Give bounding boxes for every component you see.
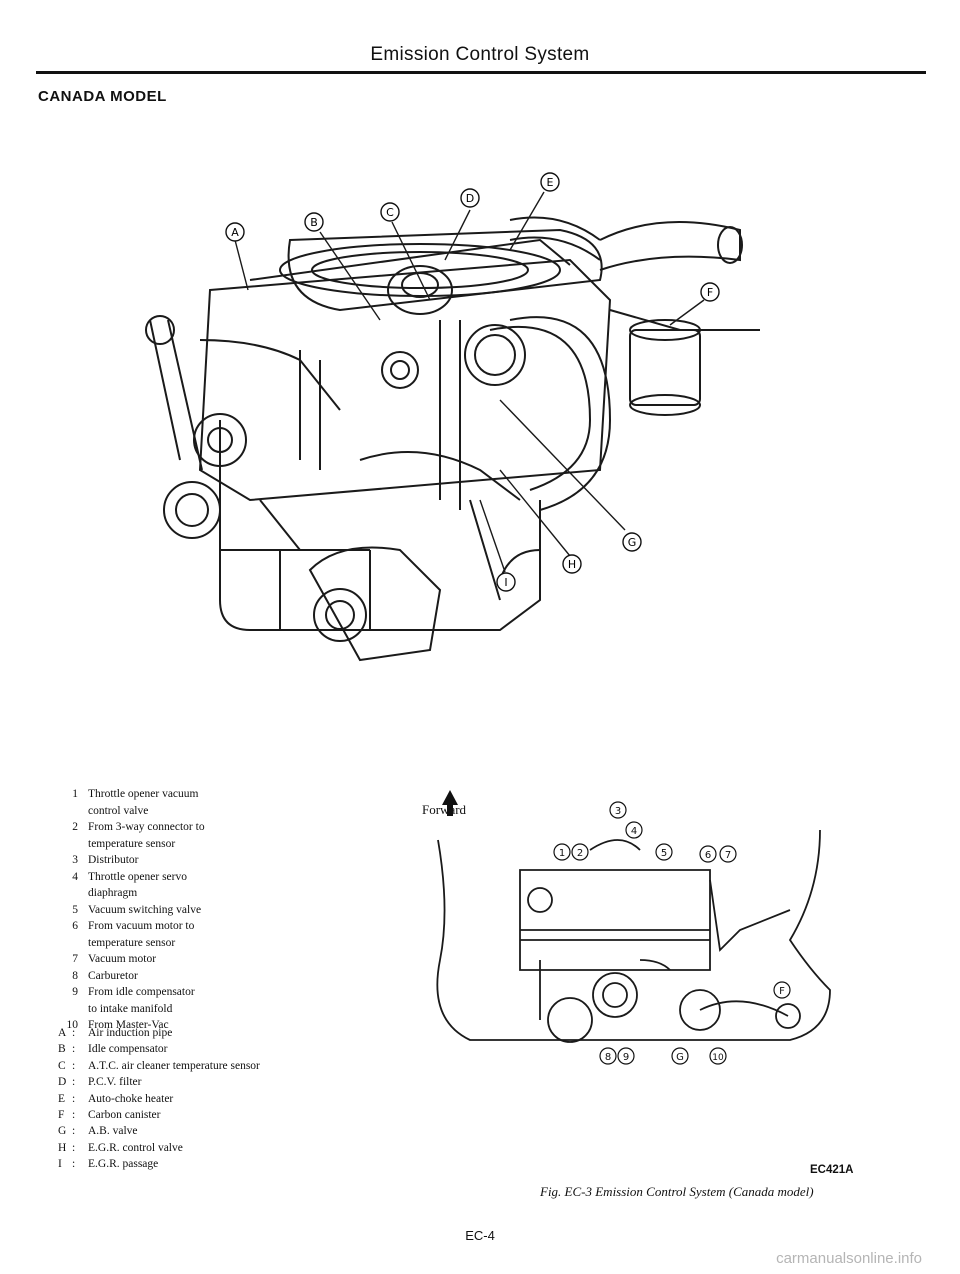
engine-callout-E: E [540, 172, 560, 192]
engine-illustration: A B C D E F G H I [145, 172, 760, 662]
svg-text:8: 8 [605, 1052, 611, 1063]
svg-text:D: D [466, 192, 474, 205]
watermark: carmanualsonline.info [776, 1250, 922, 1267]
engine-linework [145, 216, 760, 662]
section-label: CANADA MODEL [38, 88, 167, 105]
engine-callout-F: F [700, 282, 720, 302]
svg-text:7: 7 [725, 850, 731, 861]
svg-text:G: G [676, 1052, 684, 1063]
schematic-callout-6: 6 [699, 845, 717, 863]
svg-text:3: 3 [615, 806, 621, 817]
schematic-callout-1: 1 [553, 843, 571, 861]
callout-leaders [234, 191, 705, 573]
svg-text:C: C [386, 206, 394, 219]
figure-caption: Fig. EC-3 Emission Control System (Canad… [540, 1184, 814, 1199]
svg-text:A: A [231, 226, 239, 239]
schematic-callouts: 1 2 3 4 5 6 7 8 9 10 F G [553, 801, 791, 1065]
svg-text:9: 9 [623, 1052, 629, 1063]
svg-text:F: F [779, 986, 785, 997]
schematic-linework [436, 829, 831, 1043]
schematic-callout-5: 5 [655, 843, 673, 861]
page-number: EC-4 [465, 1228, 495, 1243]
forward-arrow-icon [442, 790, 458, 816]
engine-callout-A: A [225, 222, 245, 242]
svg-text:5: 5 [661, 848, 667, 859]
legend-letter-item: H:E.G.R. control valve [58, 1141, 183, 1154]
figure-code: EC421A [810, 1164, 854, 1176]
svg-text:I: I [504, 576, 507, 589]
engine-callout-C: C [380, 202, 400, 222]
header-rule [36, 71, 926, 74]
engine-callout-H: H [562, 554, 582, 574]
engine-callout-G: G [622, 532, 642, 552]
svg-text:F: F [707, 286, 713, 299]
legend-letter-item: E:Auto-choke heater [58, 1092, 174, 1105]
forward-label: Forward [422, 802, 467, 817]
engine-callout-B: B [304, 212, 324, 232]
legend-letter-item: G:A.B. valve [58, 1125, 138, 1138]
legend-letter-item: B:Idle compensator [58, 1043, 168, 1056]
page-header-title: Emission Control System [370, 44, 590, 65]
engine-callout-I: I [496, 572, 516, 592]
schematic-callout-7: 7 [719, 845, 737, 863]
legend-letter-item: D:P.C.V. filter [58, 1076, 142, 1089]
schematic-callout-F: F [773, 981, 791, 999]
schematic-callout-3: 3 [609, 801, 627, 819]
schematic-callout-10: 10 [709, 1047, 727, 1065]
legend-letter-item: F:Carbon canister [58, 1109, 161, 1122]
svg-text:B: B [310, 216, 318, 229]
svg-text:E: E [547, 176, 554, 189]
legend-letter-item: A:Air induction pipe [58, 1027, 173, 1039]
vacuum-schematic: 1 2 3 4 5 6 7 8 9 10 F G [436, 790, 831, 1065]
svg-text:G: G [628, 536, 637, 549]
schematic-callout-8: 8 [599, 1047, 617, 1065]
svg-text:10: 10 [712, 1053, 724, 1063]
schematic-callout-2: 2 [571, 843, 589, 861]
svg-text:6: 6 [705, 850, 711, 861]
lettered-legend: A:Air induction pipe B:Idle compensator … [58, 1025, 260, 1173]
legend-letter-item: I:E.G.R. passage [58, 1158, 159, 1171]
svg-text:H: H [568, 558, 576, 571]
schematic-callout-G: G [671, 1047, 689, 1065]
svg-text:1: 1 [559, 848, 565, 859]
engine-callout-D: D [460, 188, 480, 208]
schematic-callout-9: 9 [617, 1047, 635, 1065]
svg-text:2: 2 [577, 848, 583, 859]
svg-text:4: 4 [631, 826, 637, 837]
legend-letter-item: C:A.T.C. air cleaner temperature sensor [58, 1059, 260, 1072]
schematic-callout-4: 4 [625, 821, 643, 839]
